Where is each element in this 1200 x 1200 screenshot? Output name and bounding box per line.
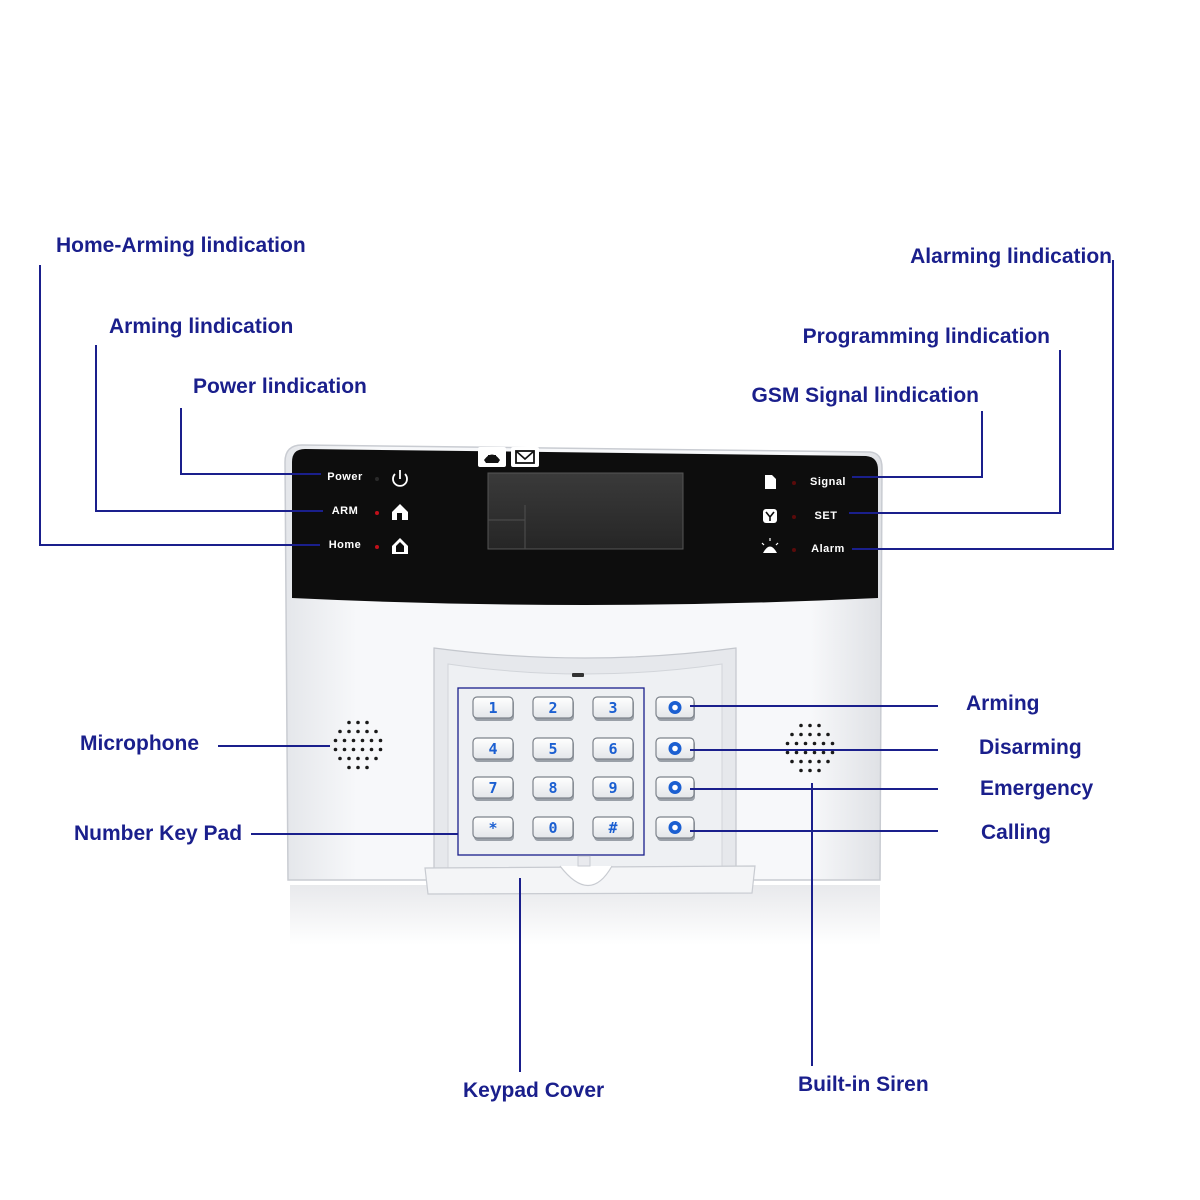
- leader-gsm-ind: [852, 411, 983, 478]
- arming-key-icon: [668, 701, 682, 714]
- sim-card-icon: [765, 475, 776, 489]
- leader-power-ind: [180, 408, 321, 475]
- callout-calling: Calling: [981, 821, 1052, 844]
- panel-label-alarm: Alarm: [811, 543, 845, 555]
- arm-led: [375, 511, 379, 515]
- panel-label-set: SET: [815, 510, 838, 522]
- panel-label-arm: ARM: [332, 505, 359, 517]
- power-led: [375, 477, 379, 481]
- key-4[interactable]: 4: [472, 737, 514, 762]
- power-icon: [392, 470, 408, 487]
- leader-programming-ind: [849, 350, 1061, 514]
- callout-disarming: Disarming: [979, 736, 1082, 759]
- leader-home-arming: [39, 265, 320, 546]
- wrench-icon: [763, 509, 777, 523]
- callout-builtin-siren: Built-in Siren: [798, 1073, 929, 1096]
- home-house-icon: [392, 538, 408, 554]
- arm-house-icon: [392, 504, 408, 520]
- emergency-key[interactable]: [655, 776, 695, 801]
- key-6[interactable]: 6: [592, 737, 634, 762]
- panel-label-power: Power: [327, 471, 363, 483]
- device-reflection: [290, 885, 880, 945]
- key-label-3: 3: [608, 699, 617, 717]
- key-label-0: 0: [548, 819, 557, 837]
- set-led: [792, 515, 796, 519]
- leader-alarming-ind: [852, 260, 1114, 550]
- disarming-key-icon: [668, 742, 682, 755]
- callout-arming-ind: Arming lindication: [109, 315, 294, 338]
- key-label-9: 9: [608, 779, 617, 797]
- key-3[interactable]: 3: [592, 696, 634, 721]
- key-7[interactable]: 7: [472, 776, 514, 801]
- siren-icon: [761, 538, 779, 553]
- alarm-led: [792, 548, 796, 552]
- number-keys: 1 2 3 4 5 6 7 8 9 * 0 #: [472, 696, 634, 841]
- callout-home-arming: Home-Arming lindication: [56, 234, 306, 257]
- keypad-cover-hinge: [559, 865, 613, 886]
- envelope-icon: [511, 447, 539, 467]
- phone-icon: [478, 447, 506, 467]
- keypad-slot: [572, 673, 584, 677]
- number-keypad-frame: [457, 687, 645, 856]
- siren-grille: [785, 723, 835, 773]
- calling-key-icon: [668, 821, 682, 834]
- callout-microphone: Microphone: [80, 732, 199, 755]
- callout-arming: Arming: [966, 692, 1040, 715]
- callout-programming-ind: Programming lindication: [802, 325, 1050, 348]
- panel-label-signal: Signal: [810, 476, 846, 488]
- lcd-screen: [487, 472, 684, 550]
- callout-emergency: Emergency: [980, 777, 1094, 800]
- key-1[interactable]: 1: [472, 696, 514, 721]
- function-keys: [655, 696, 695, 841]
- keypad-cover-clip: [577, 855, 591, 867]
- callout-gsm-signal-ind: GSM Signal lindication: [751, 384, 979, 407]
- key-label-1: 1: [488, 699, 497, 717]
- keypad-plate: [447, 663, 723, 877]
- disarming-key[interactable]: [655, 737, 695, 762]
- key-label-hash: #: [608, 819, 617, 837]
- key-label-2: 2: [548, 699, 557, 717]
- signal-led: [792, 481, 796, 485]
- callout-keypad-cover: Keypad Cover: [463, 1079, 605, 1102]
- emergency-key-icon: [668, 781, 682, 794]
- home-led: [375, 545, 379, 549]
- key-label-7: 7: [488, 779, 497, 797]
- leader-arming-ind: [95, 345, 323, 512]
- callout-number-keypad: Number Key Pad: [74, 822, 243, 845]
- callout-alarming-ind: Alarming lindication: [910, 245, 1112, 268]
- microphone-grille: [333, 720, 383, 770]
- callout-power-ind: Power lindication: [193, 375, 367, 398]
- arming-key[interactable]: [655, 696, 695, 721]
- key-label-8: 8: [548, 779, 557, 797]
- lcd-segment-lines: [488, 505, 526, 549]
- key-label-4: 4: [488, 740, 497, 758]
- key-0[interactable]: 0: [532, 816, 574, 841]
- key-star[interactable]: *: [472, 816, 514, 841]
- key-label-star: *: [488, 819, 497, 837]
- key-label-5: 5: [548, 740, 557, 758]
- key-hash[interactable]: #: [592, 816, 634, 841]
- key-5[interactable]: 5: [532, 737, 574, 762]
- key-label-6: 6: [608, 740, 617, 758]
- key-2[interactable]: 2: [532, 696, 574, 721]
- key-9[interactable]: 9: [592, 776, 634, 801]
- calling-key[interactable]: [655, 816, 695, 841]
- key-8[interactable]: 8: [532, 776, 574, 801]
- panel-label-home: Home: [329, 539, 362, 551]
